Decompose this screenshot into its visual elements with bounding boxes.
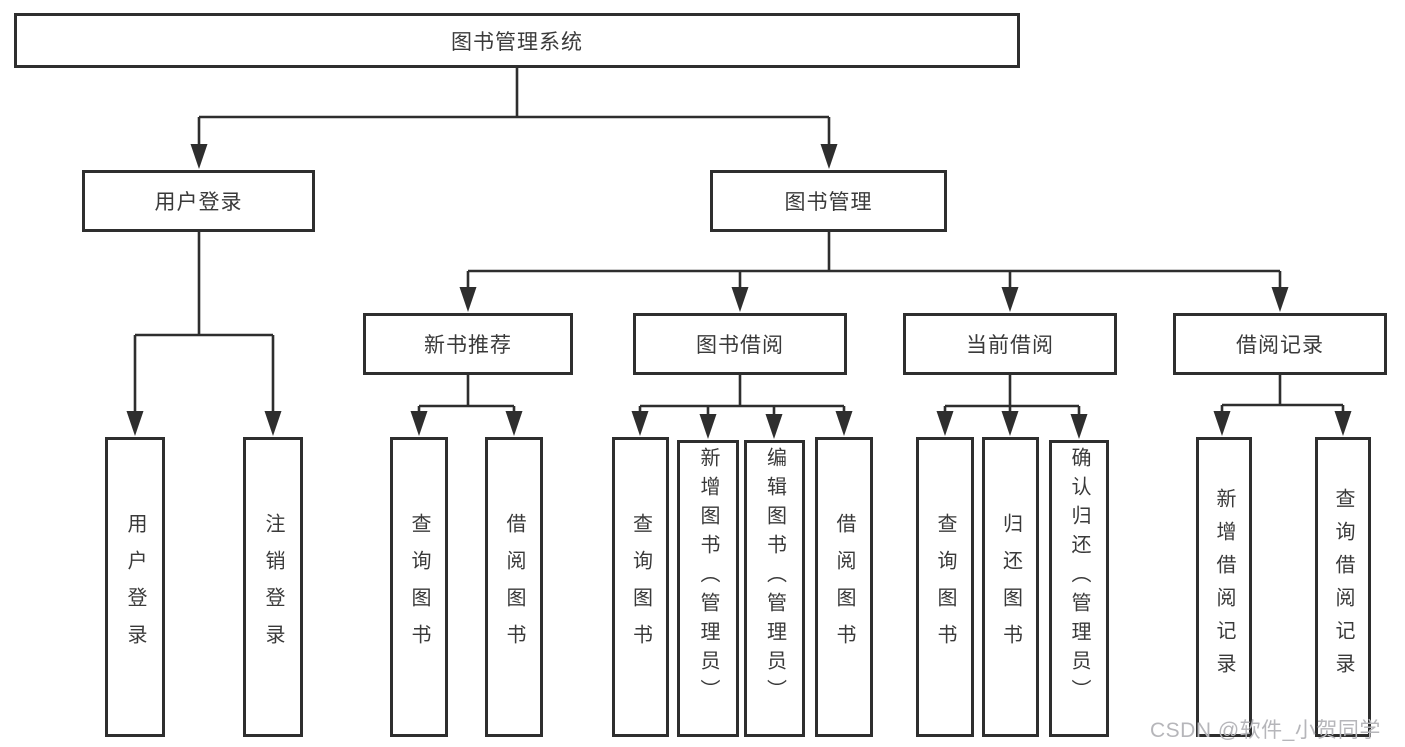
edge-records-to-leaves <box>1220 375 1345 414</box>
node-label: 查询图书 <box>934 513 956 661</box>
leaf-query-books-borrow: 查询图书 <box>612 437 669 737</box>
node-label: 图书管理 <box>784 191 873 214</box>
arrow-down-icon <box>410 411 428 436</box>
arrow-down-icon <box>631 411 649 436</box>
node-label: 新书推荐 <box>424 334 512 357</box>
node-user-login: 用户登录 <box>82 170 315 232</box>
edge-borrow-to-leaves <box>638 375 846 416</box>
arrow-down-icon <box>505 411 523 436</box>
arrow-down-icon <box>1001 411 1019 436</box>
leaf-borrow-books-recommend: 借阅图书 <box>485 437 543 737</box>
arrow-down-icon <box>699 414 717 439</box>
node-current-borrowing: 当前借阅 <box>903 313 1117 375</box>
node-new-book-recommend: 新书推荐 <box>363 313 573 375</box>
leaf-confirm-return-admin: 确认归还（管理员） <box>1049 440 1109 737</box>
node-label: 归还图书 <box>999 513 1022 661</box>
arrow-down-icon <box>264 411 282 436</box>
leaf-add-borrow-record: 新增借阅记录 <box>1196 437 1252 737</box>
edge-userlogin-to-leaves <box>133 232 275 413</box>
edge-current-to-leaves <box>943 375 1081 416</box>
arrow-down-icon <box>936 411 954 436</box>
arrow-down-icon <box>765 414 783 439</box>
node-label: 借阅记录 <box>1236 334 1324 357</box>
arrow-down-icon <box>1334 411 1352 436</box>
leaf-add-books-admin: 新增图书（管理员） <box>677 440 739 737</box>
edge-root-to-level2 <box>197 68 831 147</box>
arrow-down-icon <box>835 411 853 436</box>
arrow-down-icon <box>126 411 144 436</box>
node-library-system: 图书管理系统 <box>14 13 1020 68</box>
arrow-down-icon <box>1070 414 1088 439</box>
node-label: 用户登录 <box>154 191 243 214</box>
node-label: 借阅图书 <box>503 513 525 661</box>
leaf-logout: 注销登录 <box>243 437 303 737</box>
arrow-down-icon <box>1213 411 1231 436</box>
node-book-management: 图书管理 <box>710 170 947 232</box>
node-label: 查询借阅记录 <box>1332 488 1354 686</box>
node-label: 当前借阅 <box>966 334 1054 357</box>
arrow-down-icon <box>190 144 208 169</box>
leaf-query-books-current: 查询图书 <box>916 437 974 737</box>
leaf-return-books: 归还图书 <box>982 437 1039 737</box>
node-label: 图书借阅 <box>696 334 784 357</box>
leaf-edit-books-admin: 编辑图书（管理员） <box>744 440 805 737</box>
arrowheads <box>126 144 1352 439</box>
edge-newbook-to-leaves <box>417 375 516 414</box>
arrow-down-icon <box>731 287 749 312</box>
node-label: 注销登录 <box>262 513 284 661</box>
node-label: 确认归还（管理员） <box>1068 447 1090 708</box>
leaf-borrow-books: 借阅图书 <box>815 437 873 737</box>
edge-bookmgmt-to-level3 <box>466 232 1282 291</box>
node-label: 图书管理系统 <box>451 30 583 54</box>
node-label: 用户登录 <box>124 513 146 661</box>
node-label: 新增图书（管理员） <box>697 447 719 708</box>
leaf-query-borrow-record: 查询借阅记录 <box>1315 437 1371 737</box>
arrow-down-icon <box>459 287 477 312</box>
leaf-user-login: 用户登录 <box>105 437 165 737</box>
node-label: 新增借阅记录 <box>1213 488 1235 686</box>
node-label: 查询图书 <box>629 513 652 661</box>
node-borrowing-records: 借阅记录 <box>1173 313 1387 375</box>
leaf-query-books-recommend: 查询图书 <box>390 437 448 737</box>
arrow-down-icon <box>1271 287 1289 312</box>
csdn-watermark: CSDN @软件_小贺同学 <box>1150 719 1381 742</box>
node-label: 编辑图书（管理员） <box>763 447 786 708</box>
node-label: 查询图书 <box>408 513 430 661</box>
arrow-down-icon <box>820 144 838 169</box>
node-book-borrowing: 图书借阅 <box>633 313 847 375</box>
arrow-down-icon <box>1001 287 1019 312</box>
node-label: 借阅图书 <box>833 513 855 661</box>
